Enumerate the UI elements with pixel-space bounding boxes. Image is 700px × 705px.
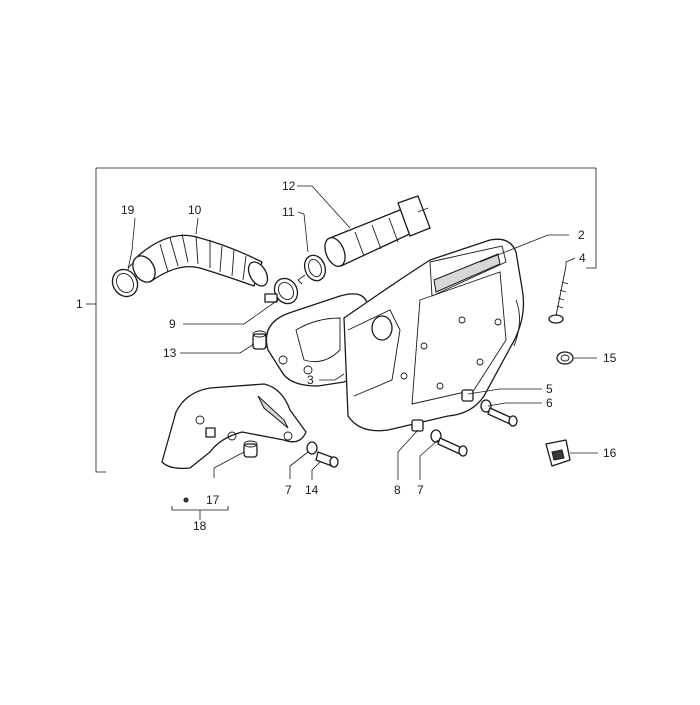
callout-18: 18: [193, 519, 207, 533]
callout-14: 14: [305, 483, 319, 497]
callout-16: 16: [603, 446, 617, 460]
callout-labels: 1 2 3 4 5 6 7 7 8 9 10 11 12 13 14 15 16…: [76, 179, 617, 533]
callout-6: 6: [546, 396, 553, 410]
leader-lines: [127, 185, 598, 520]
intake-snorkel-part: [324, 195, 431, 267]
callout-17: 17: [206, 493, 220, 507]
spacer-13-part: [252, 330, 267, 350]
screw-4-part: [548, 265, 569, 324]
callout-2: 2: [578, 228, 585, 242]
callout-4: 4: [579, 251, 586, 265]
clip-nut-16-part: [545, 439, 571, 467]
callout-1: 1: [76, 297, 83, 311]
hose-clamp-part: [297, 254, 327, 285]
callout-9: 9: [169, 317, 176, 331]
callout-19: 19: [121, 203, 135, 217]
callout-15: 15: [603, 351, 617, 365]
clamp-9-part: [264, 277, 299, 305]
callout-7-right: 7: [417, 483, 424, 497]
callout-3: 3: [307, 373, 314, 387]
air-filter-housing-part: [343, 238, 525, 432]
bolt-14-part: [306, 441, 339, 468]
callout-7-left: 7: [285, 483, 292, 497]
callout-13: 13: [163, 346, 177, 360]
callout-10: 10: [188, 203, 202, 217]
callout-8: 8: [394, 483, 401, 497]
clamp-19-part: [111, 261, 139, 298]
cover-plate-part: [161, 383, 307, 503]
callout-5: 5: [546, 382, 553, 396]
spacer-17-part: [243, 440, 258, 458]
clip-15-part: [556, 351, 574, 365]
assembly-bracket: [86, 167, 597, 473]
intake-duct-part: [132, 233, 269, 287]
fasteners-right-part: [411, 389, 518, 457]
callout-12: 12: [282, 179, 296, 193]
callout-11: 11: [282, 205, 295, 219]
